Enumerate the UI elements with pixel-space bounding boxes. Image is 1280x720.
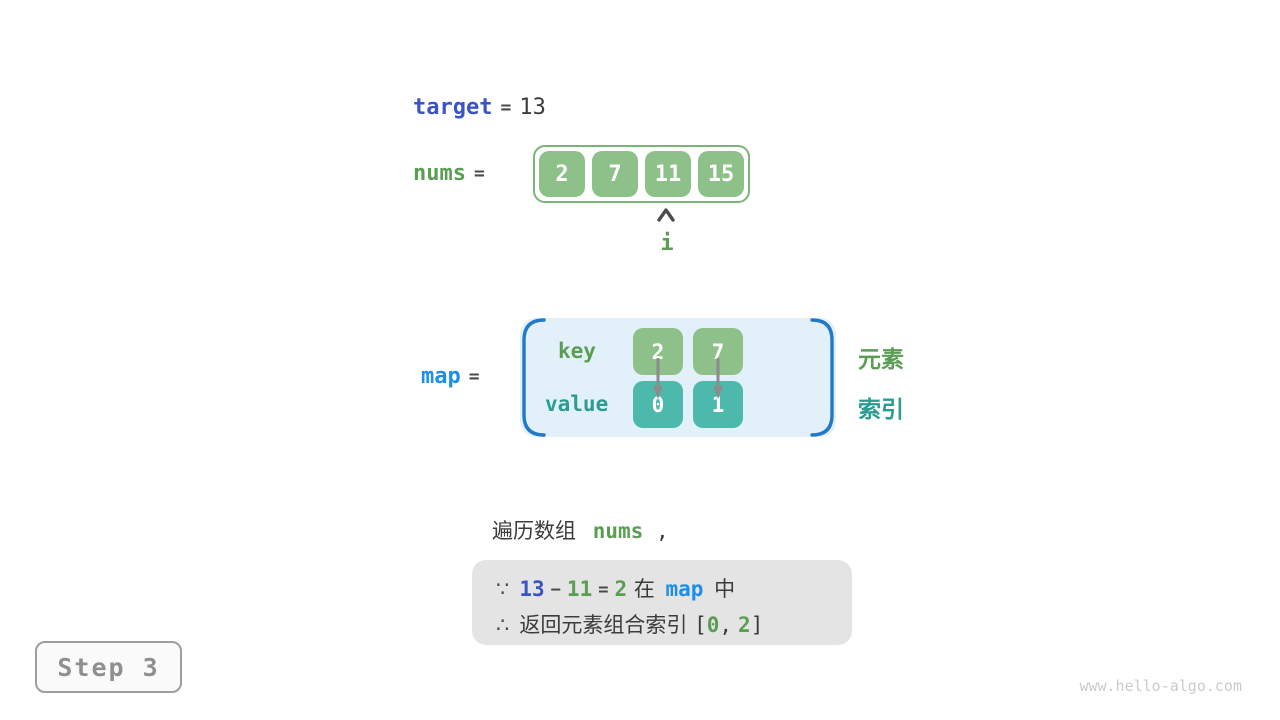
key-to-value-arrow-icon (653, 358, 663, 399)
target-declaration: target = 13 (413, 95, 546, 120)
step-badge: Step 3 (35, 641, 182, 693)
index-pointer-label: i (660, 231, 674, 256)
index-annotation: 索引 (858, 397, 904, 423)
therefore-symbol: ∴ (496, 613, 510, 637)
bracket-open: [ (694, 613, 707, 637)
map-declaration: map = (421, 364, 488, 389)
result-comma: , (719, 613, 733, 637)
result-text: 返回元素组合索引 (519, 613, 688, 637)
nums-equals-sign: = (473, 163, 485, 184)
in-suffix: 中 (714, 577, 736, 601)
caption-text: 遍历数组 (492, 519, 576, 543)
map-bracket-icon (522, 318, 834, 437)
map-value-row-label: value (545, 392, 609, 416)
map-reference: map (665, 577, 704, 601)
caption-line: 遍历数组 nums , (492, 515, 669, 545)
nums-array-cell: 11 (645, 151, 691, 197)
map-keyword: map (421, 364, 461, 389)
conclusion-line-therefore: ∴ 返回元素组合索引 [0,2] (496, 609, 763, 639)
conclusion-line-because: ∵ 13−11=2 在 map 中 (496, 573, 735, 603)
caption-code-nums: nums (592, 519, 644, 543)
nums-declaration: nums = (413, 161, 493, 186)
equals-sign: = (598, 580, 609, 600)
map-key-row-label: key (558, 339, 596, 363)
map-value-cell: 1 (693, 381, 743, 428)
target-value: 13 (519, 95, 546, 120)
minus-sign: − (550, 580, 561, 600)
because-symbol: ∵ (496, 577, 510, 601)
difference-value: 2 (614, 577, 628, 601)
in-word: 在 (633, 577, 655, 601)
subtrahend-value: 11 (566, 577, 593, 601)
map-equals-sign: = (468, 366, 480, 387)
minuend-value: 13 (519, 577, 545, 601)
target-keyword: target (413, 95, 493, 120)
nums-array-cell: 2 (539, 151, 585, 197)
index-pointer-caret-icon (657, 208, 675, 222)
nums-array: 2 7 11 15 (533, 145, 750, 203)
nums-keyword: nums (413, 161, 466, 186)
result-index-a: 0 (706, 613, 720, 637)
key-to-value-arrow-icon (713, 358, 723, 399)
nums-array-cell: 15 (698, 151, 744, 197)
result-index-b: 2 (738, 613, 751, 637)
bracket-close: ] (750, 613, 764, 637)
watermark: www.hello-algo.com (1079, 677, 1242, 695)
target-equals-sign: = (500, 97, 512, 118)
map-container: key value 2 7 0 1 (520, 318, 836, 437)
conclusion-box: ∵13−11=2 在 map 中 ∴返回元素组合索引 [0,2] (472, 560, 852, 645)
nums-array-cell: 7 (592, 151, 638, 197)
element-annotation: 元素 (858, 347, 904, 373)
caption-comma: , (655, 519, 669, 543)
